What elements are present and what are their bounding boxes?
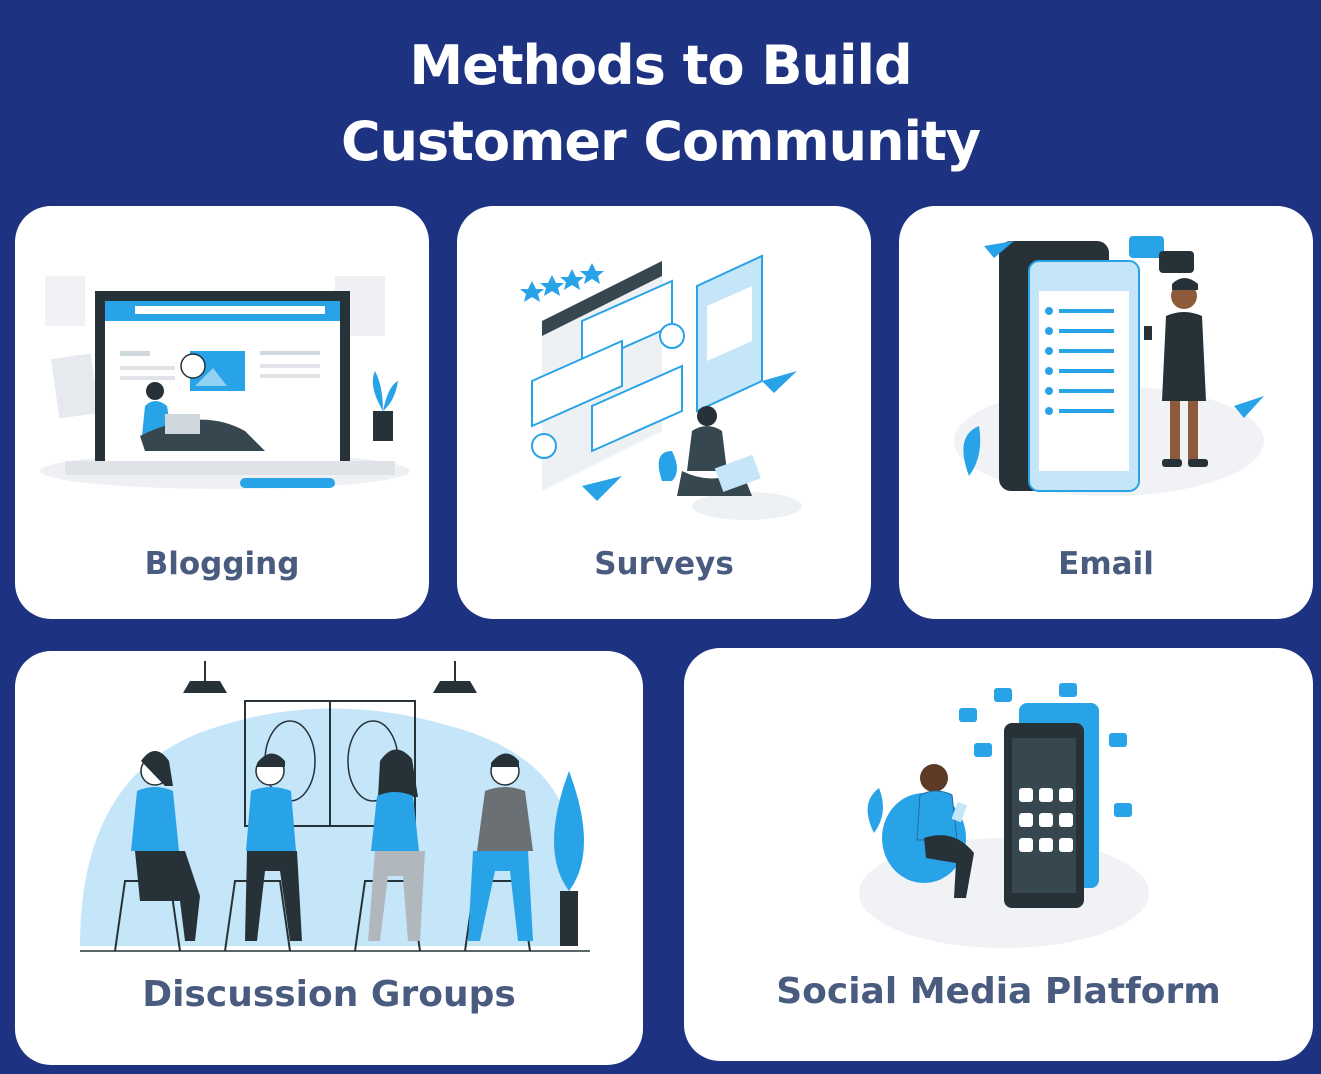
- card-label-surveys: Surveys: [594, 546, 734, 582]
- card-label-social-media-platform: Social Media Platform: [776, 971, 1221, 1012]
- card-surveys: Surveys: [457, 206, 871, 619]
- blogging-illustration: [40, 276, 410, 489]
- card-discussion-groups: Discussion Groups: [15, 651, 643, 1065]
- card-label-blogging: Blogging: [144, 546, 300, 582]
- title-line-2: Customer Community: [340, 110, 981, 173]
- card-social-media-platform: Social Media Platform: [684, 648, 1313, 1061]
- card-label-discussion-groups: Discussion Groups: [142, 974, 516, 1015]
- page-title: Methods to Build Customer Community: [0, 28, 1321, 180]
- email-illustration: [954, 236, 1264, 496]
- title-line-1: Methods to Build: [409, 34, 912, 97]
- social-media-illustration: [859, 683, 1149, 948]
- card-blogging: Blogging: [15, 206, 429, 619]
- surveys-illustration: [520, 254, 802, 520]
- card-email: Email: [899, 206, 1313, 619]
- discussion-groups-illustration: [80, 661, 590, 952]
- card-label-email: Email: [1058, 546, 1154, 582]
